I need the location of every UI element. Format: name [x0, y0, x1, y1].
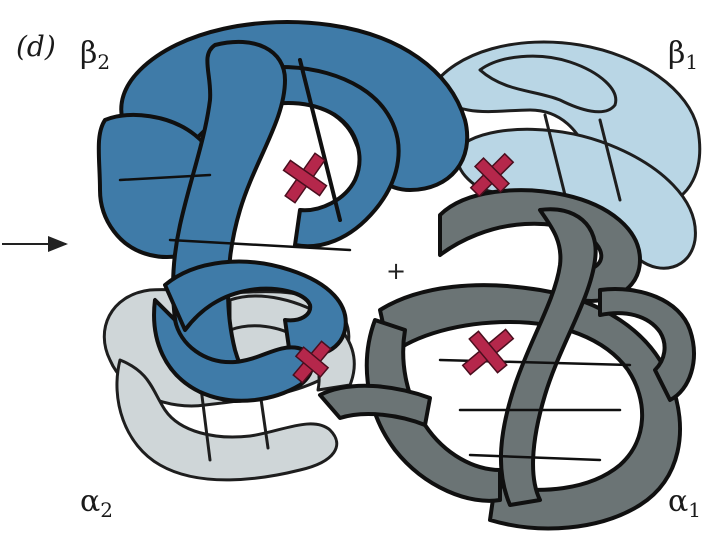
twofold-axis-mark: +	[386, 257, 406, 285]
alpha2-label: α2	[80, 484, 113, 522]
heme-alpha2	[292, 340, 332, 384]
alpha1-subunit	[318, 188, 696, 531]
heme-beta1	[469, 152, 515, 198]
beta1-label: β1	[668, 36, 699, 74]
beta2-label: β2	[80, 36, 111, 74]
beta2-subunit	[96, 20, 470, 403]
heme-groups	[282, 152, 515, 384]
alpha1-label: α1	[668, 484, 701, 522]
heme-beta2	[282, 152, 328, 204]
heme-alpha1	[461, 328, 515, 376]
panel-label: (d)	[16, 30, 56, 63]
